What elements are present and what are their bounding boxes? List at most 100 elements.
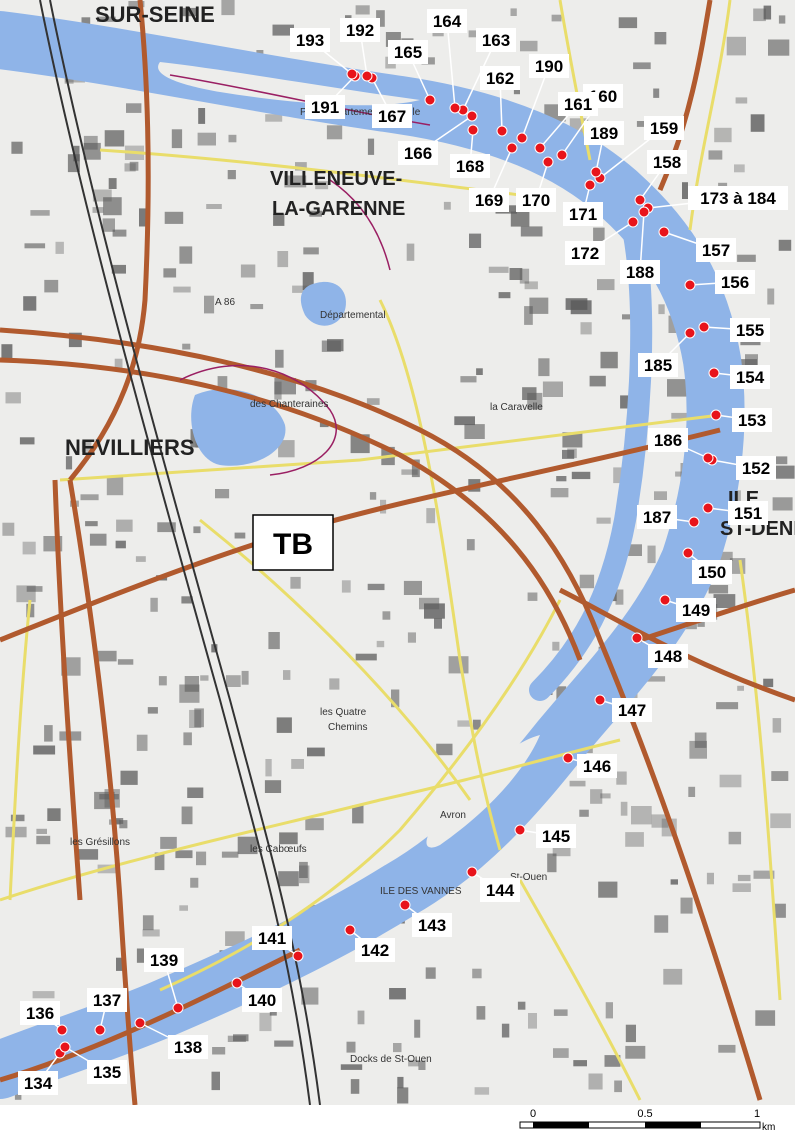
building-block (401, 469, 418, 475)
station-label[interactable]: 135 (87, 1060, 127, 1084)
station-marker[interactable] (361, 70, 373, 82)
station-marker[interactable] (399, 899, 411, 911)
station-marker[interactable] (631, 632, 643, 644)
station-marker[interactable] (627, 216, 639, 228)
station-marker[interactable] (172, 1002, 184, 1014)
station-label[interactable]: 193 (290, 28, 330, 52)
station-label[interactable]: 145 (536, 824, 576, 848)
station-label[interactable]: 157 (696, 238, 736, 262)
station-label[interactable]: 187 (637, 505, 677, 529)
scale-bar-seg (645, 1122, 701, 1128)
station-label[interactable]: 146 (577, 754, 617, 778)
station-marker[interactable] (514, 824, 526, 836)
station-label[interactable]: 139 (144, 948, 184, 972)
station-label[interactable]: 137 (87, 988, 127, 1012)
station-label[interactable]: 163 (476, 28, 516, 52)
station-marker[interactable] (496, 125, 508, 137)
station-marker[interactable] (56, 1024, 68, 1036)
station-label[interactable]: 148 (648, 644, 688, 668)
station-label[interactable]: 164 (427, 9, 467, 33)
station-marker[interactable] (688, 516, 700, 528)
station-label[interactable]: 173 à 184 (688, 186, 788, 210)
station-label[interactable]: 188 (620, 260, 660, 284)
road-minor (378, 299, 502, 851)
station-marker[interactable] (590, 166, 602, 178)
station-label[interactable]: 190 (529, 54, 569, 78)
station-marker[interactable] (516, 132, 528, 144)
station-marker[interactable] (698, 321, 710, 333)
station-marker[interactable] (708, 367, 720, 379)
station-label[interactable]: 186 (648, 428, 688, 452)
station-label[interactable]: 143 (412, 913, 452, 937)
station-marker[interactable] (542, 156, 554, 168)
station-marker[interactable] (94, 1024, 106, 1036)
station-marker[interactable] (638, 206, 650, 218)
station-label[interactable]: 134 (18, 1071, 58, 1095)
station-marker[interactable] (59, 1041, 71, 1053)
station-label[interactable]: 166 (398, 141, 438, 165)
station-label[interactable]: 147 (612, 698, 652, 722)
station-label[interactable]: 162 (480, 66, 520, 90)
station-marker[interactable] (344, 924, 356, 936)
station-marker[interactable] (292, 950, 304, 962)
station-label-text: 159 (650, 119, 678, 138)
station-marker[interactable] (562, 752, 574, 764)
station-marker[interactable] (658, 226, 670, 238)
station-marker[interactable] (702, 452, 714, 464)
station-marker[interactable] (702, 502, 714, 514)
building-block (647, 545, 656, 564)
station-label[interactable]: 141 (252, 926, 292, 950)
station-label[interactable]: 138 (168, 1035, 208, 1059)
map-canvas[interactable]: SUR-SEINEVILLENEUVE-LA-GARENNENEVILLIERS… (0, 0, 795, 1105)
station-label[interactable]: 169 (469, 188, 509, 212)
station-label[interactable]: 170 (516, 188, 556, 212)
station-marker[interactable] (634, 194, 646, 206)
station-marker[interactable] (659, 594, 671, 606)
station-label[interactable]: 172 (565, 241, 605, 265)
station-label[interactable]: 185 (638, 353, 678, 377)
station-label[interactable]: 158 (647, 150, 687, 174)
station-marker[interactable] (424, 94, 436, 106)
station-marker[interactable] (684, 327, 696, 339)
station-marker[interactable] (346, 68, 358, 80)
station-label[interactable]: 149 (676, 598, 716, 622)
station-label[interactable]: 165 (388, 40, 428, 64)
station-marker[interactable] (534, 142, 546, 154)
station-label[interactable]: 154 (730, 365, 770, 389)
station-marker[interactable] (467, 124, 479, 136)
station-label[interactable]: 144 (480, 878, 520, 902)
station-marker[interactable] (506, 142, 518, 154)
station-marker[interactable] (556, 149, 568, 161)
station-marker[interactable] (594, 694, 606, 706)
station-label[interactable]: 142 (355, 938, 395, 962)
building-block (241, 670, 249, 685)
station-label[interactable]: 191 (305, 95, 345, 119)
station-label[interactable]: 192 (340, 18, 380, 42)
station-label[interactable]: 155 (730, 318, 770, 342)
station-label[interactable]: 140 (242, 988, 282, 1012)
station-label[interactable]: 151 (728, 501, 768, 525)
station-marker[interactable] (584, 179, 596, 191)
station-label[interactable]: 152 (736, 456, 776, 480)
station-marker[interactable] (682, 547, 694, 559)
station-marker[interactable] (449, 102, 461, 114)
station-marker[interactable] (466, 866, 478, 878)
station-label-text: 158 (653, 153, 681, 172)
station-marker[interactable] (684, 279, 696, 291)
station-label[interactable]: 156 (715, 270, 755, 294)
station-label[interactable]: 189 (584, 121, 624, 145)
station-label[interactable]: 153 (732, 408, 772, 432)
station-label[interactable]: 159 (644, 116, 684, 140)
station-label[interactable]: 136 (20, 1001, 60, 1025)
station-marker[interactable] (710, 409, 722, 421)
station-marker[interactable] (231, 977, 243, 989)
station-marker[interactable] (466, 110, 478, 122)
station-label-text: 187 (643, 508, 671, 527)
station-label[interactable]: 168 (450, 154, 490, 178)
station-marker[interactable] (134, 1017, 146, 1029)
station-label[interactable]: 171 (563, 202, 603, 226)
station-label[interactable]: 167 (372, 104, 412, 128)
station-label[interactable]: 150 (692, 560, 732, 584)
station-label[interactable]: 161 (558, 92, 598, 116)
